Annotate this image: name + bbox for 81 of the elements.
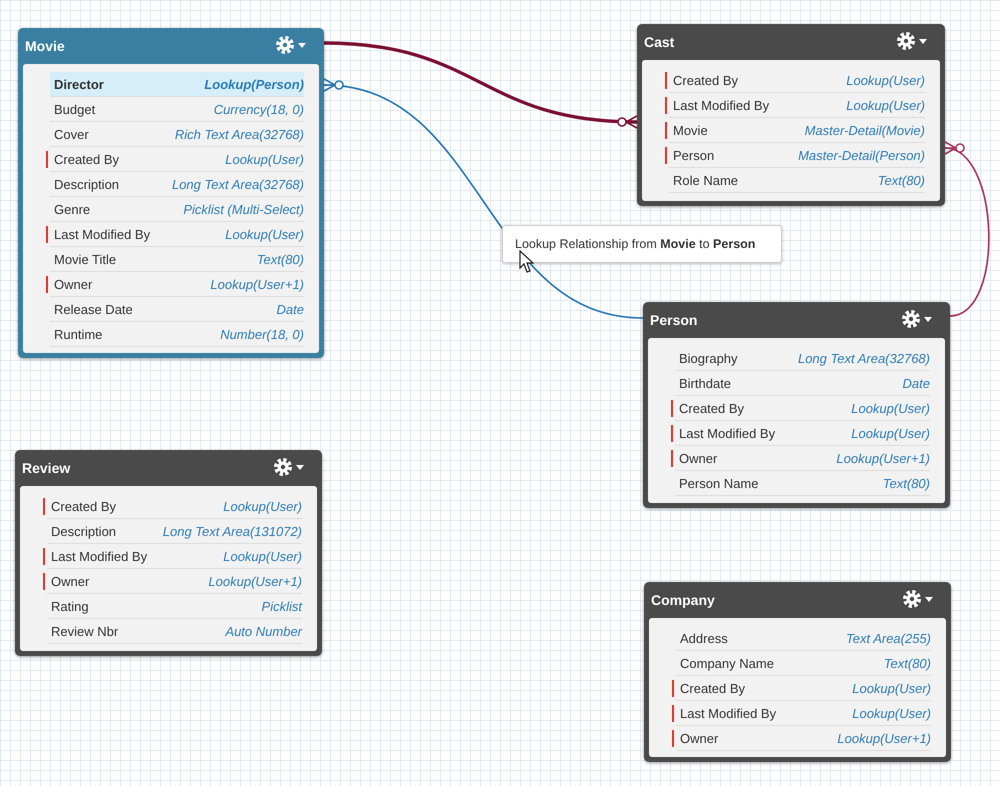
field-type: Long Text Area(32768) xyxy=(172,177,304,192)
object-title: Movie xyxy=(25,38,65,54)
field-type: Long Text Area(32768) xyxy=(798,351,930,366)
field-row xyxy=(50,72,304,97)
field-type: Text(80) xyxy=(878,173,925,188)
field-name: Last Modified By xyxy=(680,706,776,721)
field-type: Currency(18, 0) xyxy=(214,102,304,117)
field-name: Created By xyxy=(680,681,746,696)
field-type: Lookup(User) xyxy=(225,227,304,242)
field-name: Last Modified By xyxy=(673,98,770,113)
field-type: Lookup(User) xyxy=(223,549,302,564)
field-type: Picklist xyxy=(262,599,302,614)
field-type: Date xyxy=(276,302,304,317)
field-name: Created By xyxy=(51,499,116,514)
field-type: Master-Detail(Movie) xyxy=(804,123,925,138)
tooltip: Lookup Relationship from Movie to Person xyxy=(502,225,782,263)
field-type: Long Text Area(131072) xyxy=(162,524,302,539)
field-name: Owner xyxy=(51,574,90,589)
object-card xyxy=(18,28,324,358)
field-type: Lookup(User+1) xyxy=(210,277,304,292)
field-type: Text(80) xyxy=(256,252,304,267)
object-title: Person xyxy=(650,312,698,328)
object-card xyxy=(644,582,951,762)
field-type: Lookup(User+1) xyxy=(208,574,302,589)
field-name: Address xyxy=(680,631,728,646)
field-type: Lookup(User) xyxy=(852,706,931,721)
field-name: Person Name xyxy=(679,476,758,491)
field-name: Runtime xyxy=(54,327,102,342)
field-name: Role Name xyxy=(673,173,738,188)
relationship-line xyxy=(322,78,644,319)
field-name: Description xyxy=(51,524,116,539)
field-name: Movie Title xyxy=(54,252,116,267)
field-type: Lookup(Person) xyxy=(204,77,304,92)
field-name: Owner xyxy=(679,451,718,466)
field-name: Movie xyxy=(673,123,708,138)
field-name: Birthdate xyxy=(679,376,732,391)
field-name: Cover xyxy=(54,127,89,142)
field-name: Created By xyxy=(679,401,744,416)
field-name: Release Date xyxy=(54,302,133,317)
field-type: Number(18, 0) xyxy=(220,327,304,342)
field-name: Review Nbr xyxy=(51,624,118,639)
field-type: Lookup(User) xyxy=(852,681,931,696)
field-type: Rich Text Area(32768) xyxy=(174,127,304,142)
field-type: Lookup(User) xyxy=(225,152,304,167)
object-card xyxy=(643,302,950,508)
field-name: Created By xyxy=(673,73,738,88)
object-title: Cast xyxy=(644,34,674,50)
relationship-line xyxy=(942,141,990,317)
field-type: Text(80) xyxy=(884,656,931,671)
field-type: Lookup(User+1) xyxy=(836,451,930,466)
field-type: Text(80) xyxy=(882,476,930,491)
field-type: Picklist (Multi-Select) xyxy=(183,202,304,217)
field-name: Genre xyxy=(54,202,90,217)
field-name: Created By xyxy=(54,152,120,167)
field-name: Owner xyxy=(680,731,718,746)
field-type: Text Area(255) xyxy=(846,631,931,646)
field-type: Auto Number xyxy=(225,624,302,639)
field-name: Company Name xyxy=(680,656,774,671)
object-card xyxy=(637,24,945,206)
field-name: Last Modified By xyxy=(679,426,776,441)
field-type: Master-Detail(Person) xyxy=(798,148,925,163)
field-name: Description xyxy=(54,177,120,192)
field-type: Lookup(User+1) xyxy=(837,731,931,746)
field-type: Lookup(User) xyxy=(846,98,925,113)
field-name: Biography xyxy=(679,351,738,366)
object-card xyxy=(15,450,322,656)
field-type: Lookup(User) xyxy=(223,499,302,514)
field-type: Date xyxy=(902,376,930,391)
field-name: Director xyxy=(54,77,104,92)
field-type: Lookup(User) xyxy=(851,426,930,441)
field-name: Last Modified By xyxy=(54,227,150,242)
field-type: Lookup(User) xyxy=(851,401,930,416)
relationship-line xyxy=(324,41,638,129)
field-type: Lookup(User) xyxy=(846,73,925,88)
field-name: Last Modified By xyxy=(51,549,148,564)
field-name: Person xyxy=(673,148,714,163)
object-title: Review xyxy=(22,460,70,476)
field-name: Budget xyxy=(54,102,96,117)
field-name: Rating xyxy=(51,599,89,614)
object-title: Company xyxy=(651,592,715,608)
field-name: Owner xyxy=(54,277,92,292)
